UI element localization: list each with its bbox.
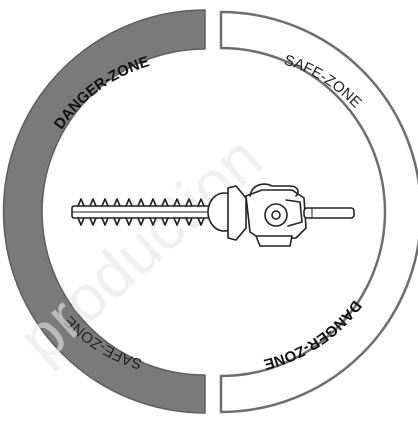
danger-zone-ring [2,9,206,414]
safe-zone-ring [219,10,418,414]
hedge-trimmer-illustration [71,183,355,247]
